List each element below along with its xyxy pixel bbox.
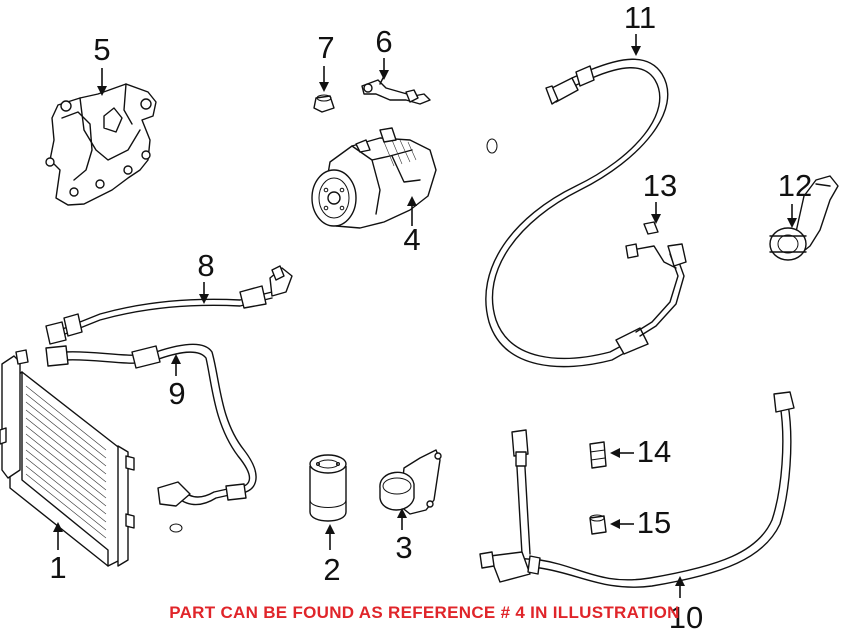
callout-15: 15 [637,505,671,540]
callout-11: 11 [624,0,656,35]
part-7-cap [313,94,335,113]
o-ring [486,138,498,154]
part-14-valve [589,441,607,469]
callout-6-arrow [379,58,389,80]
part-15-cap [589,514,607,535]
callout-5: 5 [93,32,110,67]
part-2-drier [309,454,347,522]
callout-12-arrow [787,204,797,228]
callout-8-arrow [199,282,209,304]
callout-14: 14 [637,434,671,469]
o-ring [169,523,183,533]
callout-10: 10 [669,600,703,632]
callout-12: 12 [778,168,812,203]
part-12-fitting [769,175,839,261]
part-5-bracket [45,83,157,206]
callout-3-arrow [397,508,407,530]
callout-11-arrow [631,34,641,56]
callout-2-arrow [325,524,335,550]
callout-5-arrow [97,68,107,96]
callout-15-arrow [610,519,634,529]
callout-2: 2 [323,552,340,587]
callout-9-arrow [171,354,181,376]
callout-9: 9 [168,376,185,411]
part-10-hose [479,391,795,588]
callout-7-arrow [319,66,329,92]
part-1-condenser [0,349,135,567]
callout-8: 8 [197,248,214,283]
part-3-bracket [379,449,442,515]
part-13-hose [625,221,687,337]
callout-4-arrow [407,196,417,226]
reference-notice: PART CAN BE FOUND AS REFERENCE # 4 IN IL… [169,603,680,622]
part-4-compressor [311,127,437,229]
callout-14-arrow [610,448,634,458]
part-11-hose [485,58,669,368]
callout-10-arrow [675,576,685,598]
callout-7: 7 [317,30,334,65]
part-9-hose [45,343,257,507]
callout-1: 1 [49,550,66,585]
callout-1-arrow [53,522,63,550]
callout-6: 6 [375,24,392,59]
callout-4: 4 [403,222,420,257]
callout-13: 13 [643,168,677,203]
callout-3: 3 [395,530,412,565]
part-6-switch [361,75,431,105]
callout-13-arrow [651,202,661,224]
part-8-hose [45,265,293,345]
